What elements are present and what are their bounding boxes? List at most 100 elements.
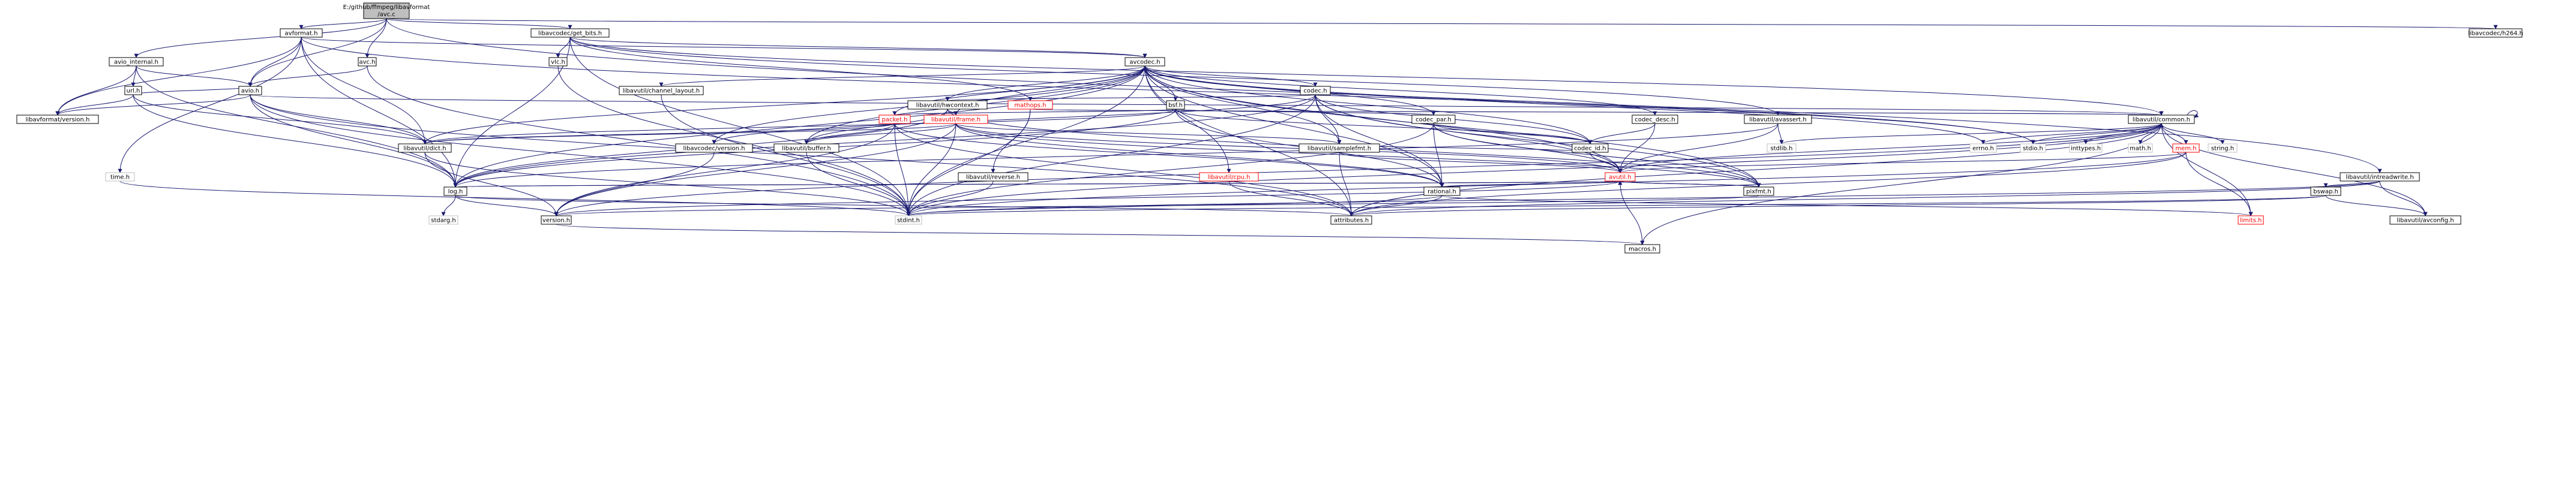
edge-frame-to-buffer xyxy=(804,123,956,144)
node-bsf-h[interactable]: bsf.h xyxy=(1166,100,1185,110)
edge-bswap-to-attributes xyxy=(1350,195,2326,216)
edge-avcodec-to-cpu xyxy=(1144,65,1231,173)
node-packet-h[interactable]: packet.h xyxy=(878,115,911,124)
node-codec-desc-h[interactable]: codec_desc.h xyxy=(1632,115,1678,124)
node-bswap-h[interactable]: bswap.h xyxy=(2310,186,2341,196)
edge-mathops-to-common xyxy=(1030,109,2163,116)
node-label: inttypes.h xyxy=(2071,146,2101,152)
edge-avformat-to-avcodec xyxy=(301,37,1147,58)
edge-common-to-common xyxy=(2187,110,2199,118)
node-avutil-h[interactable]: avutil.h xyxy=(1605,172,1636,182)
edge-codec-to-log xyxy=(453,94,1316,188)
node-libavutil-frame-h[interactable]: libavutil/frame.h xyxy=(923,115,988,124)
node-libavutil-avconfig-h[interactable]: libavutil/avconfig.h xyxy=(2389,215,2461,225)
node-log-h[interactable]: log.h xyxy=(443,186,467,196)
node-box xyxy=(1743,186,1774,196)
edge-avcodec-to-pixfmt xyxy=(1144,65,1761,188)
edge-avcodec-to-rational xyxy=(1144,65,1444,188)
node-codec-par-h[interactable]: codec_par.h xyxy=(1411,115,1456,124)
node-libavcodec-version-h[interactable]: libavcodec/version.h xyxy=(675,143,753,153)
edge-codecpar-to-codecid xyxy=(1433,123,1593,144)
node-box xyxy=(619,86,704,95)
edge-avcodec-to-codec xyxy=(1144,65,1318,87)
node-libavutil-samplefmt-h[interactable]: libavutil/samplefmt.h xyxy=(1299,143,1380,153)
edge-packet-to-version xyxy=(554,123,895,216)
node-box xyxy=(675,143,753,153)
node-attributes-h[interactable]: attributes.h xyxy=(1330,215,1372,225)
edge-root-to-avformat xyxy=(299,18,387,29)
node-box xyxy=(2389,215,2461,225)
node-libavcodec-h264-h[interactable]: libavcodec/h264.h xyxy=(2468,28,2523,38)
edge-codecpar-to-rational xyxy=(1433,123,1444,188)
node-codec-id-h[interactable]: codec_id.h xyxy=(1572,143,1609,153)
edge-codec-to-rational xyxy=(1315,94,1444,188)
node-limits-h[interactable]: limits.h xyxy=(2238,215,2264,225)
node-version-h[interactable]: version.h xyxy=(541,215,572,225)
edge-getbits-to-stdint xyxy=(569,37,911,216)
node-libavutil-reverse-h[interactable]: libavutil/reverse.h xyxy=(958,172,1028,182)
edge-root-to-h264 xyxy=(386,18,2496,29)
node-label: rational.h xyxy=(1428,189,1456,195)
edge-vlc-to-stdint xyxy=(557,65,911,216)
edge-avassert-to-stdlib xyxy=(1777,123,1784,144)
node-box xyxy=(2238,215,2264,225)
node-libavutil-hwcontext-h[interactable]: libavutil/hwcontext.h xyxy=(907,100,988,110)
node-label: version.h xyxy=(542,218,570,224)
edge-reverse-to-stdint xyxy=(906,180,994,216)
node-box xyxy=(428,215,458,225)
edge-bsf-to-packet xyxy=(893,109,1176,116)
node-label: log.h xyxy=(448,189,463,195)
node-box xyxy=(1330,215,1372,225)
node-libavutil-channel-layout-h[interactable]: libavutil/channel_layout.h xyxy=(619,86,704,95)
node-libavcodec-get-bits-h[interactable]: libavcodec/get_bits.h xyxy=(530,28,610,38)
node-vlc-h[interactable]: vlc.h xyxy=(548,57,568,67)
node-stdarg-h: stdarg.h xyxy=(428,215,458,225)
edge-avformat-to-avio xyxy=(248,37,302,87)
node-avio-h[interactable]: avio.h xyxy=(238,86,262,95)
node-codec-h[interactable]: codec.h xyxy=(1300,86,1331,95)
node-pixfmt-h[interactable]: pixfmt.h xyxy=(1743,186,1774,196)
node-avcodec-h[interactable]: avcodec.h xyxy=(1124,57,1165,67)
edge-dict-to-version xyxy=(424,152,559,216)
node-rational-h[interactable]: rational.h xyxy=(1423,186,1461,196)
node-label: vlc.h xyxy=(551,59,565,66)
node-label: bswap.h xyxy=(2313,189,2338,195)
node-macros-h[interactable]: macros.h xyxy=(1624,244,1660,254)
node-box xyxy=(105,172,135,182)
node-box xyxy=(1423,186,1461,196)
node-label: libavutil/samplefmt.h xyxy=(1308,146,1371,152)
node-avio-internal-h[interactable]: avio_internal.h xyxy=(109,57,164,67)
node-libavutil-cpu-h[interactable]: libavutil/cpu.h xyxy=(1199,172,1259,182)
edge-codecdesc-to-avutil xyxy=(1618,123,1656,173)
node-box xyxy=(1632,115,1678,124)
node-box xyxy=(358,57,377,67)
edge-getbits-to-common xyxy=(569,37,2164,116)
edge-samplefmt-to-avutil xyxy=(1339,152,1623,173)
node-label: /avc.c xyxy=(377,11,395,18)
node-box xyxy=(16,115,99,124)
node-box xyxy=(1300,86,1331,95)
node-label: url.h xyxy=(127,88,140,95)
node-libavutil-common-h[interactable]: libavutil/common.h xyxy=(2128,115,2195,124)
edge-url-to-dict xyxy=(133,94,427,144)
node-libavutil-intreadwrite-h[interactable]: libavutil/intreadwrite.h xyxy=(2340,172,2420,182)
node-label: limits.h xyxy=(2240,218,2262,224)
node-libavutil-dict-h[interactable]: libavutil/dict.h xyxy=(398,143,452,153)
node-mem-h[interactable]: mem.h xyxy=(2172,143,2200,153)
node-label: libavutil/reverse.h xyxy=(966,174,1020,181)
node-box xyxy=(907,100,988,110)
node-label: libavcodec/get_bits.h xyxy=(538,31,602,37)
edge-avcodec-to-attributes xyxy=(1144,65,1354,216)
edge-codecdesc-to-codecid xyxy=(1588,123,1656,144)
node-url-h[interactable]: url.h xyxy=(124,86,142,95)
node-libavutil-avassert-h[interactable]: libavutil/avassert.h xyxy=(1744,115,1812,124)
node-e-github-ffmpeg-libavformat-avc-c[interactable]: E:/github/ffmpeg/libavformat/avc.c xyxy=(343,2,430,19)
node-label: stdint.h xyxy=(897,218,920,224)
node-avc-h[interactable]: avc.h xyxy=(358,57,377,67)
edge-url-to-log xyxy=(133,94,458,188)
node-libavutil-buffer-h[interactable]: libavutil/buffer.h xyxy=(773,143,839,153)
node-mathops-h[interactable]: mathops.h xyxy=(1007,100,1053,110)
node-libavformat-version-h[interactable]: libavformat/version.h xyxy=(16,115,99,124)
node-avformat-h[interactable]: avformat.h xyxy=(280,28,323,38)
